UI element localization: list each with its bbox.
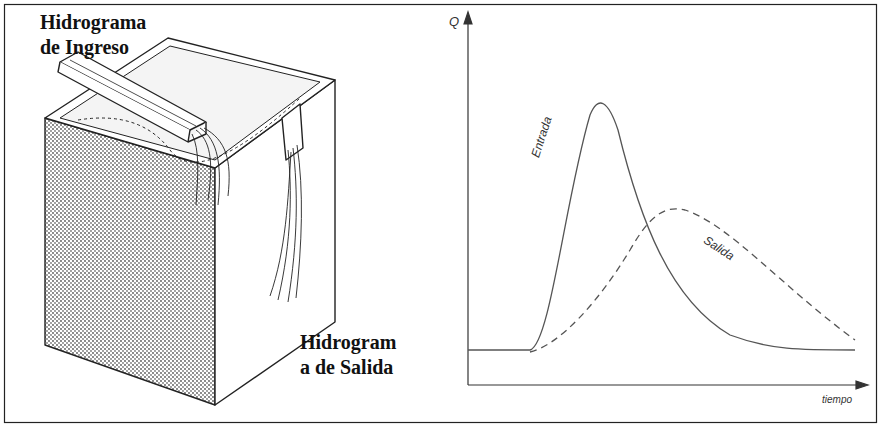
axis-label: Q xyxy=(449,14,459,29)
frame xyxy=(5,5,877,423)
inflow-label: Hidrograma de Ingreso xyxy=(40,10,160,60)
axis-label: tiempo xyxy=(822,394,852,405)
outflow-label: Hidrogram a de Salida xyxy=(300,330,410,380)
curve-label: Entrada xyxy=(528,115,554,159)
curve-label: Salida xyxy=(701,233,737,263)
